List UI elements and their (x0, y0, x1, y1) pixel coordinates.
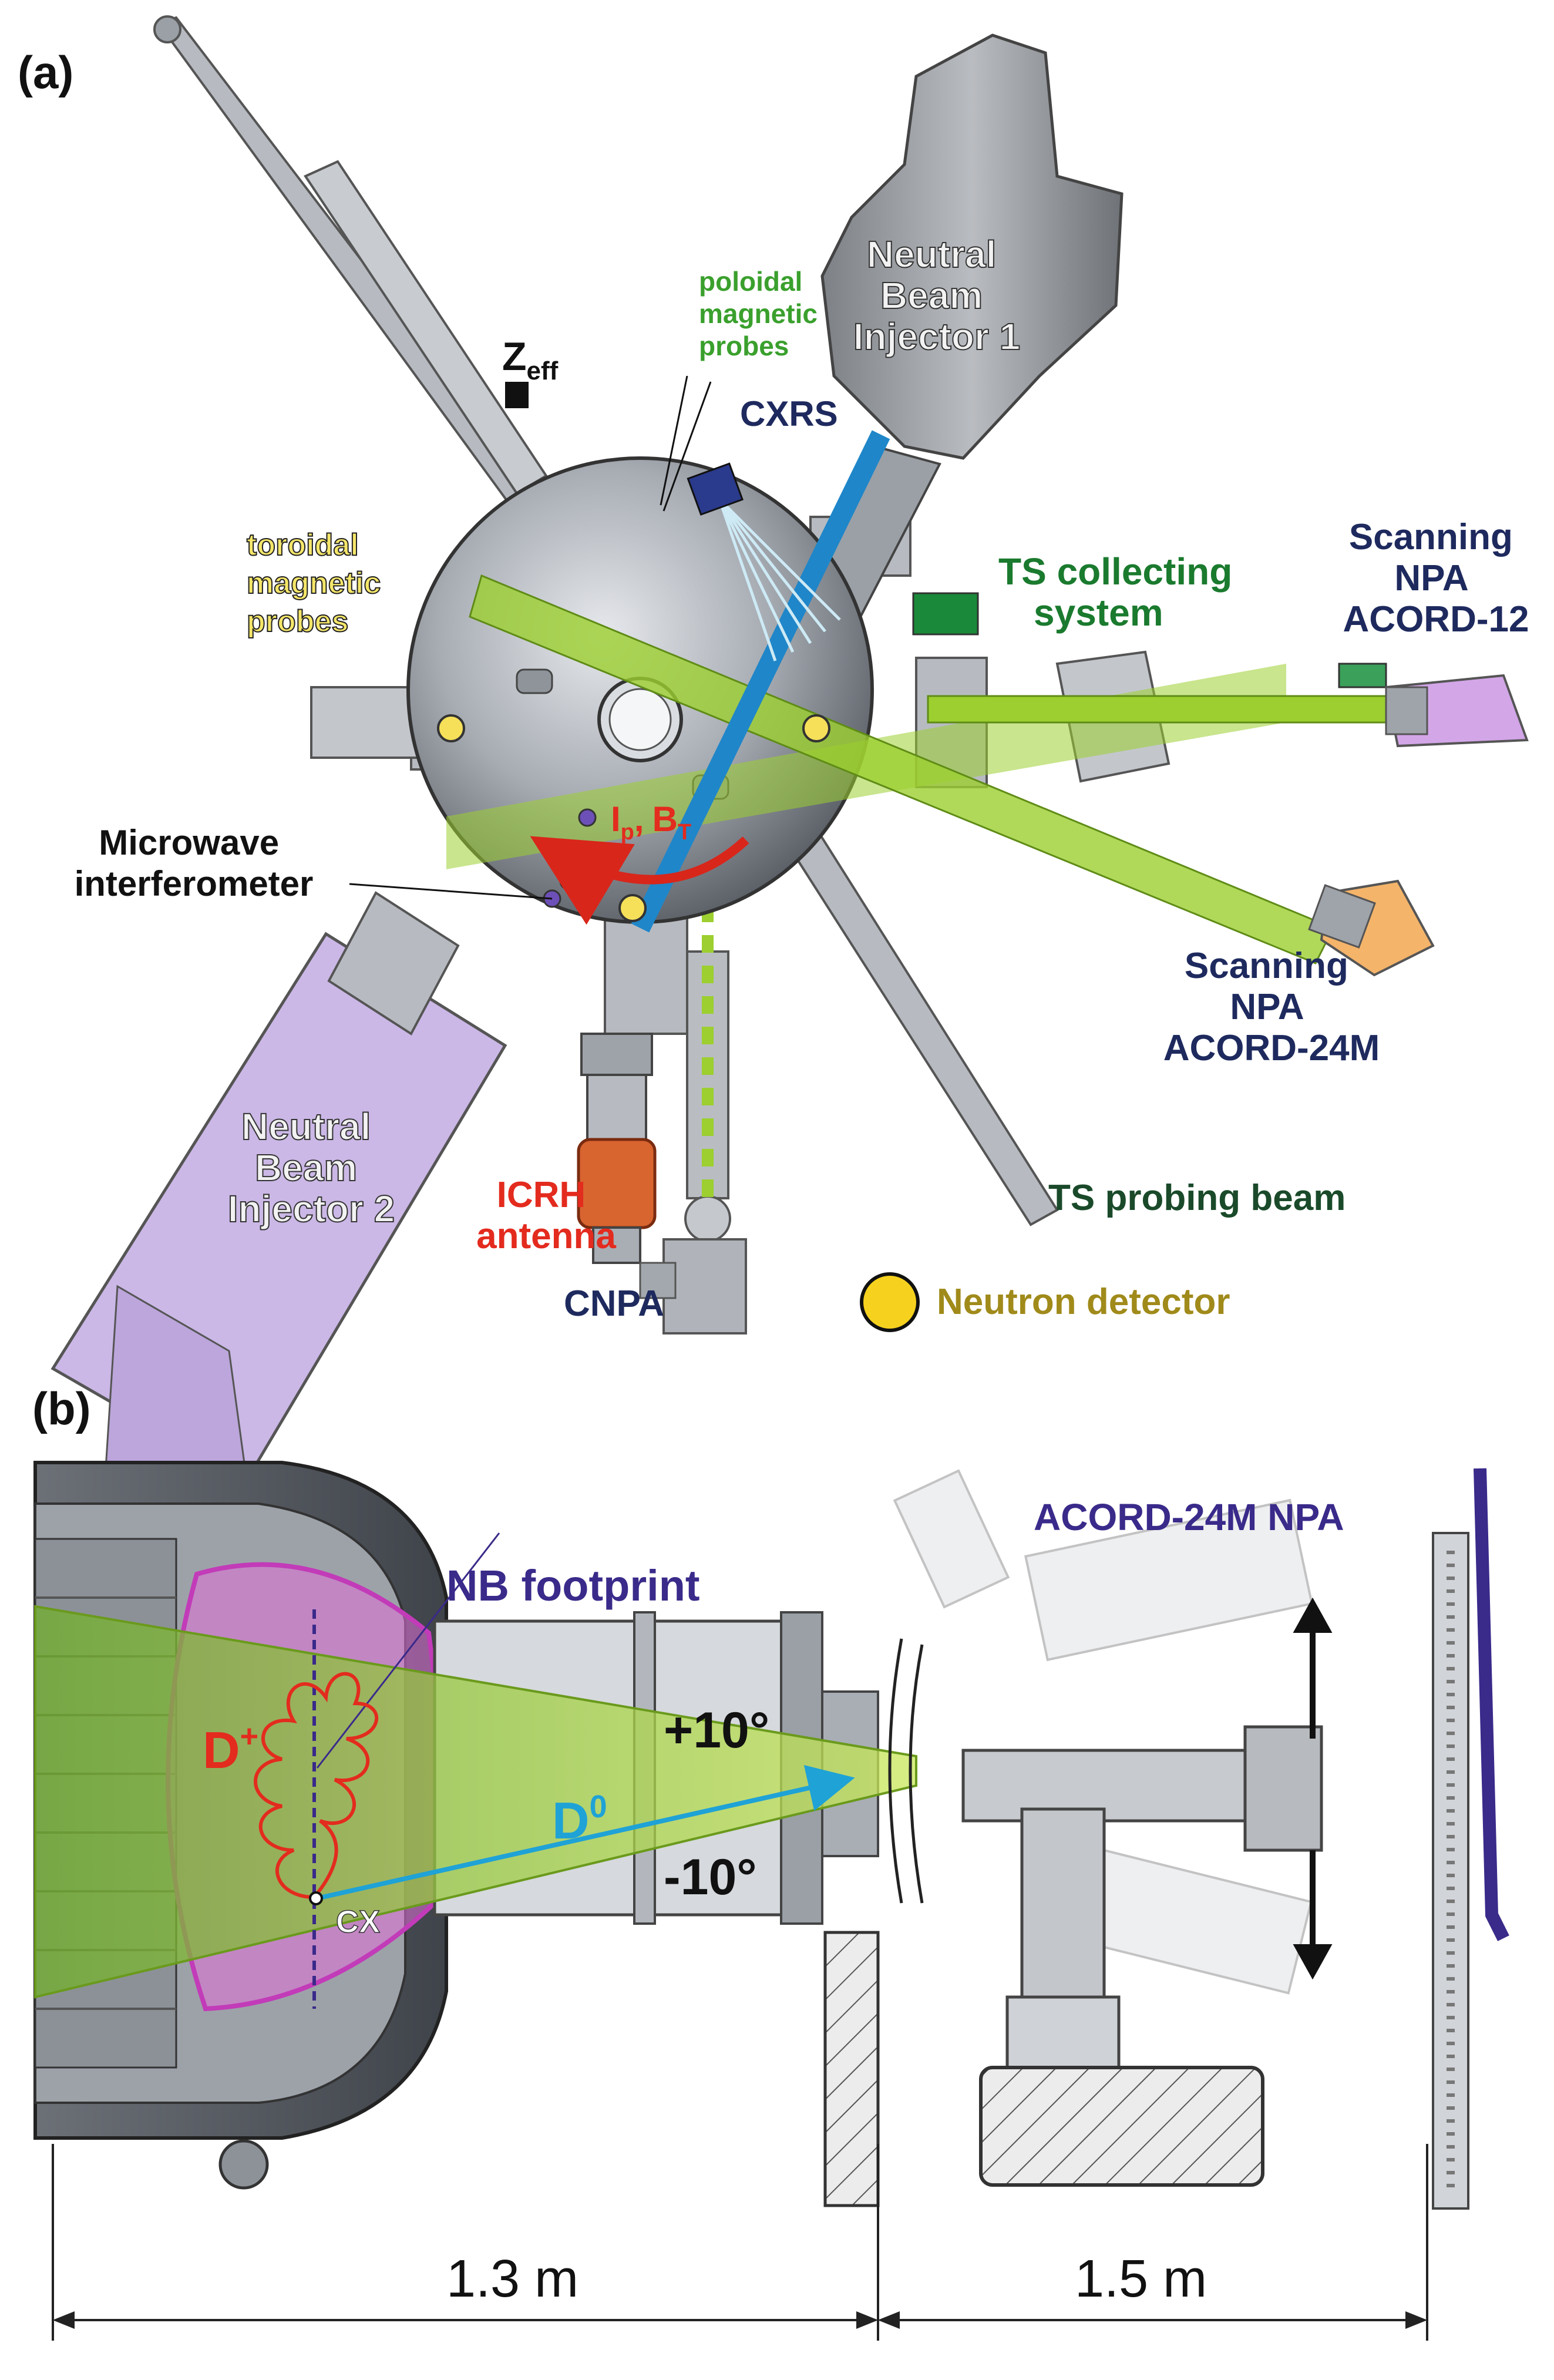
panel-b: (b) (32, 1383, 1509, 2341)
zeff-device (505, 382, 529, 408)
ip-bt-label: Ip,BT (611, 799, 691, 845)
plus-10-label: +10° (664, 1702, 769, 1759)
plasma-current-arrow (530, 836, 749, 925)
ts-collecting-device (912, 592, 979, 636)
microwave-label: Microwave interferometer (75, 823, 314, 903)
d-zero-label: D0 (552, 1789, 607, 1850)
panel-a-labels: Neutral Beam Injector 1 Neutral Beam Inj… (75, 233, 1529, 1324)
panel-a-tag: (a) (18, 46, 73, 98)
detector-arcs (888, 1638, 924, 1904)
diagonal-port-top-left (153, 15, 596, 580)
diagonal-port-bottom-right (779, 818, 1059, 1226)
acord-24m-device (1308, 879, 1435, 977)
dimension-1-5m: 1.5 m (1075, 2250, 1207, 2308)
poloidal-probes-label: poloidal magnetic probes (699, 266, 825, 361)
icrh-antenna (577, 1033, 657, 1264)
ts-probing-label: TS probing beam (1048, 1178, 1346, 1218)
acord-12-label: Scanning NPA ACORD-12 (1343, 517, 1529, 640)
acord-24m-label: Scanning NPA ACORD-24M (1163, 946, 1380, 1068)
cxrs-label: CXRS (740, 394, 838, 433)
npa-sight-cones (446, 574, 1387, 964)
scan-arrows (1293, 1597, 1333, 1980)
npa-sight-cone (34, 1605, 917, 1999)
nb-footprint-label: NB footprint (446, 1561, 700, 1610)
cxrs-device (687, 462, 744, 516)
right-rail (1432, 1468, 1509, 2210)
toroidal-probes-label: toroidal magnetic probes (247, 528, 389, 638)
cnpa-label: CNPA (564, 1283, 664, 1324)
legend-neutron-marker (860, 1272, 920, 1332)
zeff-label: Zeff (502, 334, 559, 385)
ts-collecting-label: TS collecting system (998, 550, 1243, 634)
d0-arrow (317, 1764, 855, 1901)
nb-footprint-leader (316, 1532, 500, 1769)
d-plus-label: D+ (203, 1719, 258, 1779)
dimension-lines (52, 2144, 1428, 2341)
acord-24m-assembly (893, 1469, 1323, 2187)
cxrs-sight-lines (718, 498, 841, 661)
gyro-orbit (254, 1672, 379, 1899)
neutral-beam-injector-2 (51, 891, 507, 1483)
cx-point (309, 1891, 323, 1905)
minus-10-label: -10° (664, 1849, 757, 1905)
panel-b-labels: NB footprint ACORD-24M NPA D+ D0 CX +10°… (203, 1496, 1344, 2308)
icrh-label: ICRH antenna (476, 1175, 616, 1256)
acord-24m-npa-label: ACORD-24M NPA (1034, 1496, 1344, 1538)
acord-12-device (1338, 663, 1529, 748)
panel-a: (a) (18, 15, 1529, 1483)
nbi2-label: Neutral Beam Injector 2 (228, 1105, 395, 1230)
cx-label: CX (336, 1904, 380, 1939)
panel-b-tag: (b) (32, 1383, 91, 1434)
concrete-wall (823, 1931, 880, 2207)
leader-lines (349, 375, 712, 900)
nbi-1-beam (631, 430, 890, 933)
neutron-detector-label: Neutron detector (937, 1282, 1230, 1322)
dimension-1-3m: 1.3 m (446, 2250, 578, 2308)
nbi1-label: Neutral Beam Injector 1 (853, 233, 1021, 358)
